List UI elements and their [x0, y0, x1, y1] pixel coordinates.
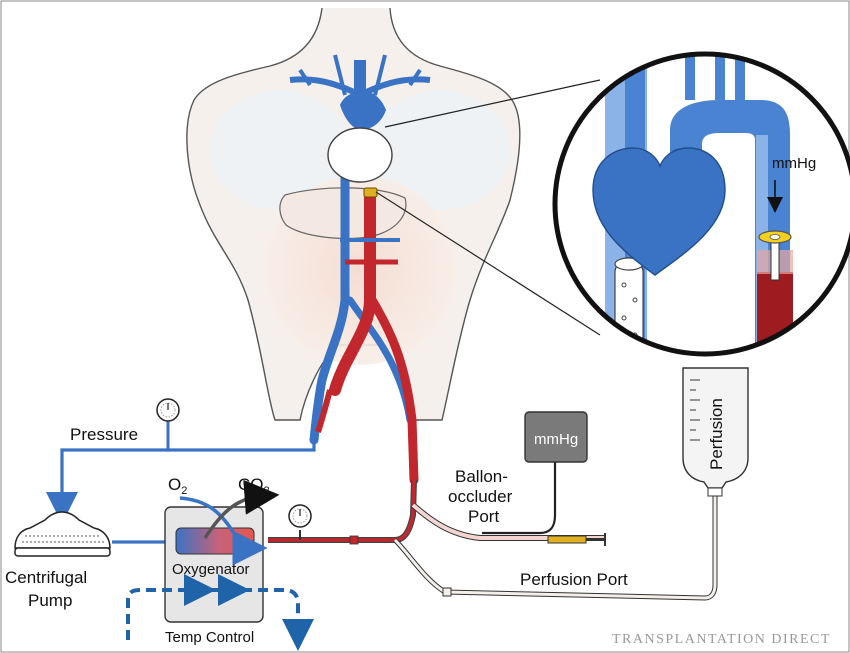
centrifugal-pump [14, 511, 111, 557]
torso-silhouette [186, 7, 521, 421]
perfusion-port-label: Perfusion Port [520, 570, 628, 589]
syringe-icon [547, 535, 587, 544]
balloon-occluder-marker [363, 187, 378, 198]
mmhg-monitor-label: mmHg [534, 431, 578, 448]
balloon-occluder-label-line3: Port [468, 507, 499, 526]
inset-border [552, 51, 850, 357]
venous-drainage-line [46, 438, 316, 524]
centrifugal-pump-label-line2: Pump [28, 591, 72, 610]
post-oxygenator-gauge-icon [288, 504, 312, 528]
temp-control-label: Temp Control [165, 629, 254, 646]
balloon-occluder-port-line [411, 462, 606, 546]
temp-control-loop [126, 574, 314, 651]
zoom-line-bottom [375, 191, 601, 336]
perfusion-bag-label: Perfusion [707, 398, 726, 470]
o2-label: O2 [168, 475, 187, 497]
arterial-system [315, 187, 419, 485]
inset-mmhg-label: mmHg [772, 155, 816, 172]
oxygenator-label: Oxygenator [172, 561, 250, 578]
balloon-occluder-label-line2: occluder [448, 487, 513, 506]
perfusion-bag: Perfusion [682, 367, 749, 497]
magnified-inset: mmHg [552, 51, 850, 357]
publisher-credit: TRANSPLANTATION DIRECT [612, 632, 831, 647]
balloon-occluder-label-line1: Ballon- [455, 467, 508, 486]
mmhg-monitor: mmHg [524, 411, 588, 463]
pressure-label: Pressure [70, 425, 138, 444]
oxygenator-unit [164, 479, 280, 623]
heart-outline [327, 127, 393, 183]
centrifugal-pump-label-line1: Centrifugal [5, 568, 87, 587]
co2-label: CO2 [238, 475, 270, 497]
zoom-line-top [384, 79, 601, 128]
perfusion-port-line [393, 495, 718, 601]
pressure-gauge-icon [156, 398, 180, 422]
